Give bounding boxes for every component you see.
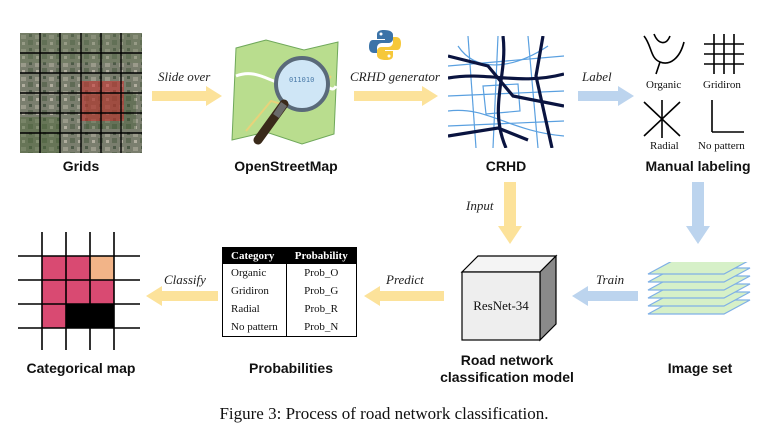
pattern-organic-label: Organic <box>646 79 682 91</box>
manual-labeling-label: Manual labeling <box>645 158 751 174</box>
model-label-line2: classification model <box>440 369 574 385</box>
label-arrow-text: Label <box>582 69 612 84</box>
grids-label: Grids <box>62 158 100 174</box>
input-arrow <box>498 182 522 244</box>
probabilities-table: Category Probability Organic Prob_O Grid… <box>222 247 357 337</box>
pattern-gridiron-label: Gridiron <box>703 79 741 91</box>
table-cell-category: No pattern <box>231 321 278 333</box>
pattern-gridiron-icon <box>702 32 746 76</box>
table-cell-probability: Prob_O <box>285 264 357 282</box>
pattern-organic-icon <box>640 32 688 76</box>
train-label: Train <box>596 272 625 287</box>
input-label: Input <box>466 198 494 213</box>
predict-label: Predict <box>386 272 424 287</box>
categorical-map-label: Categorical map <box>26 360 136 376</box>
python-logo-icon <box>368 28 402 62</box>
table-cell-category: Organic <box>231 267 267 279</box>
classify-arrow <box>146 286 218 306</box>
predict-arrow <box>364 286 444 306</box>
satellite-grid-image <box>20 33 142 153</box>
model-label-line1: Road network <box>460 352 554 368</box>
pattern-none-icon <box>702 100 746 138</box>
classify-label: Classify <box>164 272 206 287</box>
table-row: Radial Prob_R <box>223 300 357 318</box>
openstreetmap-label: OpenStreetMap <box>234 158 338 174</box>
pattern-none-label: No pattern <box>698 140 745 152</box>
crhd-generator-arrow <box>354 86 438 106</box>
pattern-radial-icon <box>640 100 684 138</box>
image-set-stack <box>644 259 754 340</box>
pattern-radial-label: Radial <box>650 140 679 152</box>
crhd-generator-label: CRHD generator <box>350 69 440 84</box>
slide-over-arrow <box>152 86 222 106</box>
table-row: Organic Prob_O <box>223 264 357 282</box>
figure-caption: Figure 3: Process of road network classi… <box>219 404 549 423</box>
table-cell-category: Radial <box>231 303 260 315</box>
manual-to-imageset-arrow <box>686 182 710 244</box>
slide-over-label: Slide over <box>158 69 211 84</box>
table-header-category: Category <box>222 247 287 264</box>
openstreetmap-logo: 011010 <box>226 36 346 151</box>
label-arrow <box>578 86 634 106</box>
probabilities-label: Probabilities <box>248 360 334 376</box>
table-row: Gridiron Prob_G <box>223 282 357 300</box>
resnet-model-cube <box>460 254 558 342</box>
table-cell-probability: Prob_R <box>285 300 357 318</box>
resnet-label: ResNet-34 <box>473 298 529 313</box>
train-arrow <box>572 286 638 306</box>
image-set-label: Image set <box>667 360 733 376</box>
categorical-map-grid <box>18 232 140 350</box>
table-header-probability: Probability <box>285 247 357 264</box>
crhd-road-image <box>447 35 565 149</box>
osm-binary-text: 011010 <box>289 76 314 84</box>
table-cell-probability: Prob_G <box>285 282 357 300</box>
table-row: No pattern Prob_N <box>223 318 357 337</box>
crhd-label: CRHD <box>485 158 527 174</box>
table-cell-probability: Prob_N <box>285 318 357 337</box>
table-cell-category: Gridiron <box>231 285 269 297</box>
